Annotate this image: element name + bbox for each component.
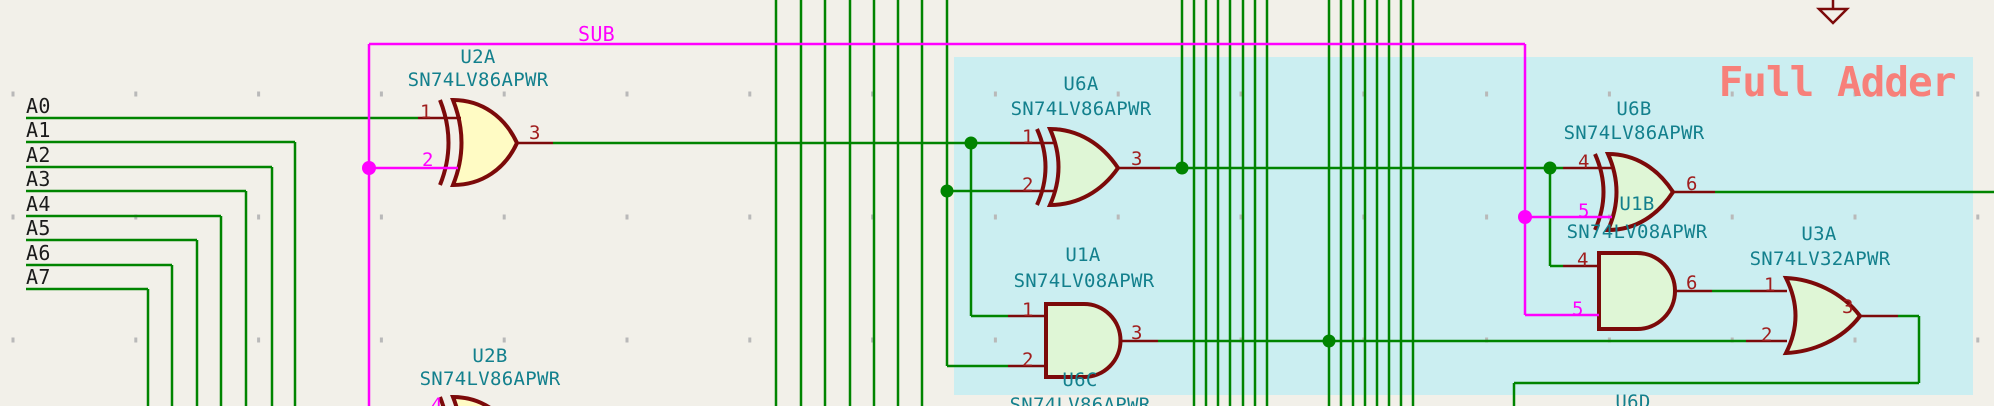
net-label-a1[interactable]: A1 bbox=[26, 118, 51, 142]
gate-value-u1b[interactable]: SN74LV08APWR bbox=[1566, 221, 1708, 243]
wire-green-nets[interactable] bbox=[26, 0, 1994, 406]
net-label-a0[interactable]: A0 bbox=[26, 94, 51, 118]
gate-value-u2a[interactable]: SN74LV86APWR bbox=[407, 69, 549, 91]
pin-number-u3a-3: 3 bbox=[1842, 296, 1854, 318]
gate-ref-u6d[interactable]: U6D bbox=[1615, 391, 1651, 406]
wire-sub-net[interactable] bbox=[367, 42, 1612, 406]
gate-value-u3a[interactable]: SN74LV32APWR bbox=[1749, 248, 1891, 270]
gate-u6b-xor[interactable] bbox=[1593, 151, 1676, 233]
net-label-a4[interactable]: A4 bbox=[26, 192, 51, 216]
net-label-sub[interactable]: SUB bbox=[578, 22, 616, 46]
power-symbol[interactable] bbox=[1815, 0, 1851, 25]
junction-dots bbox=[362, 136, 1557, 348]
gate-ref-u3a[interactable]: U3A bbox=[1801, 223, 1837, 245]
gate-ref-u6c[interactable]: U6C bbox=[1062, 369, 1098, 391]
gate-u1b-and[interactable] bbox=[1597, 251, 1677, 331]
pin-number-u2a-2: 2 bbox=[422, 149, 434, 171]
pin-stubs bbox=[418, 116, 1898, 368]
gate-u1a-and[interactable] bbox=[1044, 302, 1123, 379]
pin-number-u1a-3: 3 bbox=[1131, 322, 1143, 344]
gate-ref-u6a[interactable]: U6A bbox=[1063, 73, 1099, 95]
pin-number-u2a-3: 3 bbox=[529, 122, 541, 144]
gate-u3a-or[interactable] bbox=[1782, 275, 1863, 356]
gate-value-u2b[interactable]: SN74LV86APWR bbox=[419, 368, 561, 390]
pin-number-u6a-1: 1 bbox=[1022, 126, 1034, 148]
pin-number-u1b-5: 5 bbox=[1572, 298, 1584, 320]
gate-ref-u2a[interactable]: U2A bbox=[460, 46, 496, 68]
pin-number-u1a-2: 2 bbox=[1022, 349, 1034, 371]
pin-number-u6a-3: 3 bbox=[1131, 148, 1143, 170]
net-label-a6[interactable]: A6 bbox=[26, 241, 51, 265]
gate-ref-u1a[interactable]: U1A bbox=[1065, 244, 1101, 266]
pin-number-u1b-4: 4 bbox=[1577, 249, 1589, 271]
net-label-a5[interactable]: A5 bbox=[26, 216, 51, 240]
gate-u2a-xor[interactable] bbox=[438, 97, 520, 188]
gate-value-u1a[interactable]: SN74LV08APWR bbox=[1013, 270, 1155, 292]
gate-ref-u1b[interactable]: U1B bbox=[1619, 193, 1655, 215]
title-note[interactable]: Full Adder bbox=[1718, 58, 1957, 106]
gate-value-u6b[interactable]: SN74LV86APWR bbox=[1563, 122, 1705, 144]
gate-ref-u6b[interactable]: U6B bbox=[1616, 98, 1652, 120]
gate-ref-u2b[interactable]: U2B bbox=[472, 345, 508, 367]
pin-number-u2a-1: 1 bbox=[420, 101, 432, 123]
gate-value-u6a[interactable]: SN74LV86APWR bbox=[1010, 98, 1152, 120]
pin-number-u2b-4: 4 bbox=[431, 394, 443, 406]
pin-number-u3a-2: 2 bbox=[1761, 324, 1773, 346]
net-label-a7[interactable]: A7 bbox=[26, 265, 51, 289]
pin-number-u1b-6: 6 bbox=[1686, 272, 1698, 294]
gate-u2b-xor[interactable] bbox=[438, 394, 517, 406]
gate-u6a-xor[interactable] bbox=[1035, 126, 1121, 208]
pin-number-u6b-6: 6 bbox=[1686, 173, 1698, 195]
gate-value-u6c[interactable]: SN74LV86APWR bbox=[1009, 394, 1151, 406]
pin-number-u6b-5: 5 bbox=[1578, 200, 1590, 222]
pin-number-u1a-1: 1 bbox=[1022, 299, 1034, 321]
pin-number-u6b-4: 4 bbox=[1578, 151, 1590, 173]
net-label-a3[interactable]: A3 bbox=[26, 167, 51, 191]
pin-number-u3a-1: 1 bbox=[1764, 274, 1776, 296]
pin-number-u6a-2: 2 bbox=[1022, 174, 1034, 196]
net-label-a2[interactable]: A2 bbox=[26, 143, 51, 167]
